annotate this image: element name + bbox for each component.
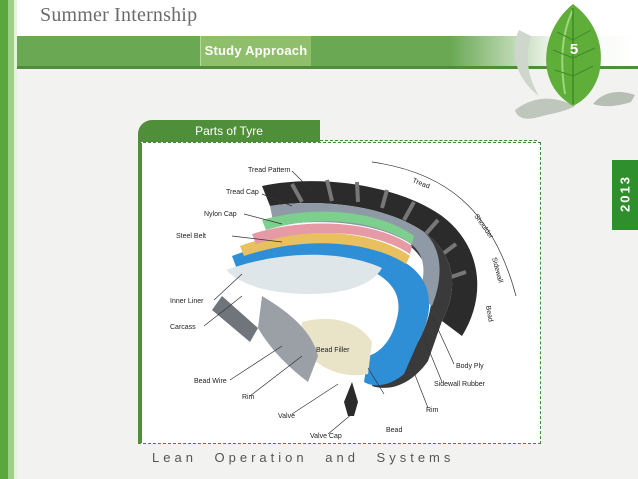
- leaf-highlight: [561, 9, 574, 95]
- bead-filler: [301, 318, 372, 376]
- header-underline: [17, 66, 638, 69]
- body-ply-layer: [240, 232, 410, 264]
- slide-title: Summer Internship: [40, 4, 198, 26]
- left-hand-shape: [515, 98, 575, 119]
- leaf-hands-logo: 5: [514, 4, 635, 119]
- label-body-ply: Body Ply: [456, 363, 484, 370]
- label-nylon-cap: Nylon Cap: [204, 211, 237, 218]
- label-rim-right: Rim: [426, 407, 439, 414]
- inner-liner-layer: [226, 254, 382, 294]
- label-sidewall-rubber: Sidewall Rubber: [434, 381, 486, 388]
- label-inner-liner: Inner Liner: [170, 298, 204, 305]
- label-steel-belt: Steel Belt: [176, 233, 206, 240]
- label-bead-right: Bead: [484, 305, 494, 322]
- section-tab-label: Study Approach: [204, 43, 308, 58]
- label-bead-filler: Bead Filler: [316, 347, 350, 354]
- tread-block: [262, 181, 478, 336]
- rim: [258, 296, 318, 382]
- rim-flange: [212, 296, 258, 342]
- tyre-diagram: Tread Pattern Tread Cap Nylon Cap Steel …: [170, 161, 517, 440]
- label-sidewall: Sidewall: [490, 257, 504, 284]
- label-tread: Tread: [411, 177, 430, 190]
- right-hand-shape: [593, 91, 635, 107]
- year-badge: 2013: [612, 160, 638, 230]
- diagram-frame-topline: [320, 140, 537, 141]
- left-edge-bar-pale: [14, 0, 17, 479]
- footer-text: Lean Operation and Systems: [152, 450, 455, 465]
- page-number: 5: [570, 41, 578, 58]
- label-carcass: Carcass: [170, 324, 196, 331]
- left-edge-bar-light: [8, 0, 14, 479]
- nylon-cap-layer: [252, 223, 412, 254]
- header-top: [17, 0, 638, 36]
- carcass-layer: [232, 241, 430, 386]
- valve: [344, 382, 358, 416]
- label-bead-wire: Bead Wire: [194, 378, 227, 385]
- leader-lines: [203, 161, 517, 435]
- label-shoulder: Shoulder: [472, 213, 494, 241]
- label-rim-left: Rim: [242, 394, 255, 401]
- label-tread-pattern: Tread Pattern: [248, 167, 291, 174]
- label-valve-cap: Valve Cap: [310, 433, 342, 440]
- section-tab: Study Approach: [200, 36, 311, 66]
- label-valve: Valve: [278, 413, 295, 420]
- diagram-heading-tab: Parts of Tyre: [138, 120, 320, 142]
- left-arm-shape: [514, 30, 539, 96]
- leaf-vein: [552, 29, 596, 77]
- diagram-heading: Parts of Tyre: [195, 124, 263, 138]
- label-tread-cap: Tread Cap: [226, 189, 259, 196]
- label-bead-bottom: Bead: [386, 427, 402, 434]
- left-edge-bar: [0, 0, 8, 479]
- year-text: 2013: [617, 175, 633, 212]
- header-fade: [450, 36, 638, 66]
- tread-pattern: [290, 179, 467, 280]
- steel-belt-layer: [262, 211, 414, 244]
